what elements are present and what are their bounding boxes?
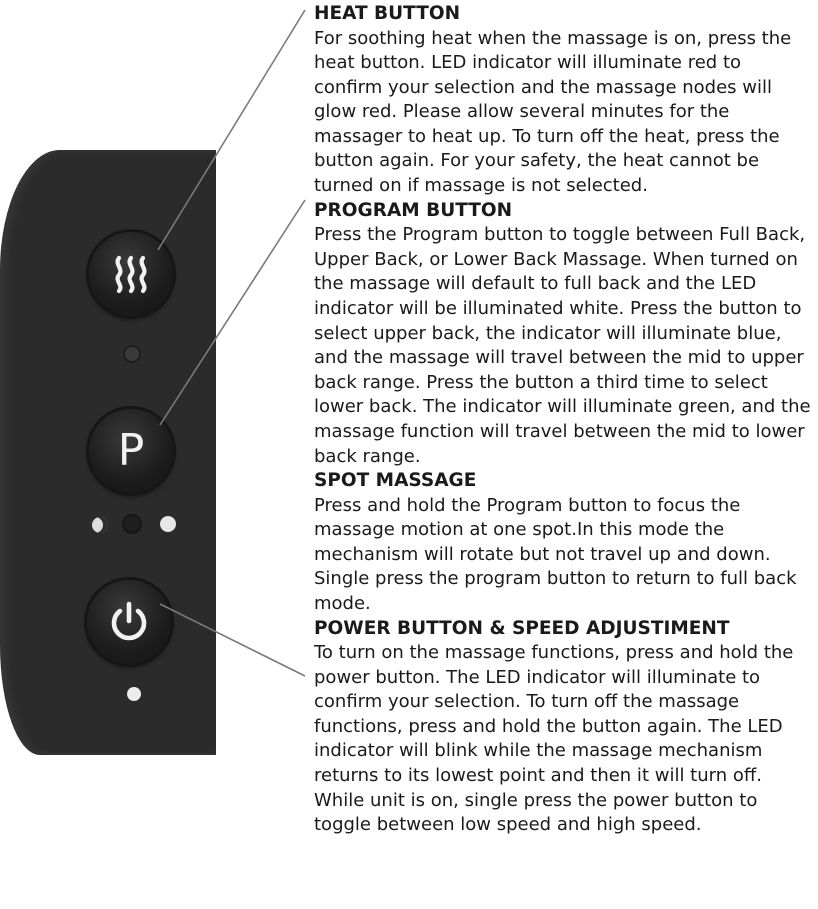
program-button-description: Press the Program button to toggle betwe… bbox=[314, 224, 811, 467]
program-button-label: P bbox=[117, 425, 145, 476]
program-led-full-back bbox=[92, 517, 108, 533]
spot-massage-description: Press and hold the Program button to foc… bbox=[314, 494, 797, 614]
power-led-indicator bbox=[127, 687, 141, 701]
program-led-lower-back bbox=[160, 516, 176, 532]
heat-button[interactable] bbox=[89, 232, 173, 316]
program-led-upper-back bbox=[124, 516, 140, 532]
spot-massage-heading: SPOT MASSAGE bbox=[314, 470, 477, 492]
heat-button-heading: HEAT BUTTON bbox=[314, 3, 461, 24]
heat-waves-icon bbox=[115, 255, 147, 294]
power-button[interactable] bbox=[87, 580, 171, 664]
heat-button-description: For soothing heat when the massage is on… bbox=[314, 27, 792, 197]
power-icon bbox=[111, 601, 147, 641]
program-button-heading: PROGRAM BUTTON bbox=[314, 199, 513, 221]
heat-led-indicator bbox=[125, 347, 139, 361]
instructions-column: HEAT BUTTON For soothing heat when the m… bbox=[314, 2, 812, 838]
power-button-description: To turn on the massage functions, press … bbox=[314, 642, 794, 836]
program-button[interactable]: P bbox=[89, 409, 173, 493]
power-button-heading: POWER BUTTON & SPEED ADJUSTIMENT bbox=[314, 617, 730, 639]
